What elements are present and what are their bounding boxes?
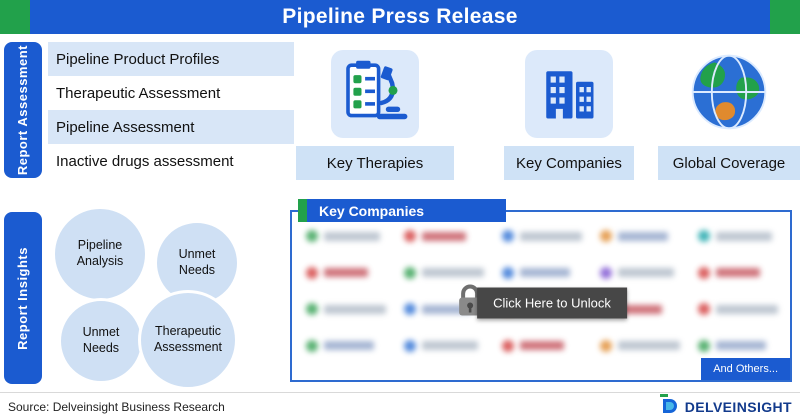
buildings-icon xyxy=(525,50,613,138)
companies-panel-header: Key Companies xyxy=(298,199,507,222)
blurred-logo xyxy=(698,266,778,279)
brand-logo: DELVEINSIGHT xyxy=(659,394,792,419)
feature-card-global-coverage: Global Coverage xyxy=(658,42,800,180)
top-banner: Pipeline Press Release xyxy=(0,0,800,34)
blurred-logo xyxy=(600,266,680,279)
blurred-logo xyxy=(502,339,582,352)
companies-panel: Click Here to Unlock And Others... xyxy=(290,210,792,382)
card-label-key-companies: Key Companies xyxy=(504,146,634,180)
checklist-microscope-icon xyxy=(331,50,419,138)
list-item: Therapeutic Assessment xyxy=(48,76,294,110)
page-title: Pipeline Press Release xyxy=(282,5,518,28)
footer: Source: Delveinsight Business Research D… xyxy=(0,392,800,420)
feature-card-key-companies: Key Companies xyxy=(504,42,634,180)
list-item: Pipeline Assessment xyxy=(48,110,294,144)
and-others-badge: And Others... xyxy=(701,358,790,380)
unlock-label: Click Here to Unlock xyxy=(477,287,627,319)
delveinsight-logo-icon xyxy=(659,394,680,419)
card-label-key-therapies: Key Therapies xyxy=(296,146,454,180)
blurred-logo xyxy=(698,303,778,316)
sidebar-report-insights: Report Insights xyxy=(4,212,42,384)
venn-circle-unmet-needs-top: Unmet Needs xyxy=(154,220,240,306)
unlock-button[interactable]: Click Here to Unlock xyxy=(455,282,627,323)
blurred-logo xyxy=(698,230,778,242)
insights-venn-diagram: Pipeline Analysis Unmet Needs Unmet Need… xyxy=(46,198,264,390)
list-item: Pipeline Product Profiles xyxy=(48,42,294,76)
card-label-global-coverage: Global Coverage xyxy=(658,146,800,180)
brand-text: DELVEINSIGHT xyxy=(684,398,792,415)
blurred-logo xyxy=(698,339,778,352)
sidebar-report-assessment: Report Assessment xyxy=(4,42,42,178)
sidebar-report-insights-label: Report Insights xyxy=(14,246,30,350)
venn-circle-unmet-needs-bottom: Unmet Needs xyxy=(58,298,144,384)
blurred-logo xyxy=(502,230,582,242)
blurred-logo xyxy=(502,266,582,279)
sidebar-report-assessment-label: Report Assessment xyxy=(14,44,30,176)
blurred-logo xyxy=(404,339,484,352)
blurred-logo xyxy=(306,266,386,279)
blurred-logo xyxy=(306,339,386,352)
blurred-logo xyxy=(600,339,680,352)
blurred-logo xyxy=(306,303,386,316)
header-green-accent xyxy=(298,199,307,222)
list-item: Inactive drugs assessment xyxy=(48,144,294,178)
blurred-logo xyxy=(404,266,484,279)
venn-circle-therapeutic-assessment: Therapeutic Assessment xyxy=(138,290,238,390)
source-text: Source: Delveinsight Business Research xyxy=(8,399,225,414)
blurred-logo xyxy=(404,230,484,242)
globe-icon xyxy=(686,49,772,140)
feature-card-key-therapies: Key Therapies xyxy=(296,42,454,180)
blurred-logo xyxy=(306,230,386,242)
green-corner-left xyxy=(0,0,30,34)
assessment-list: Pipeline Product Profiles Therapeutic As… xyxy=(48,42,294,178)
companies-panel-title: Key Companies xyxy=(319,202,425,219)
green-corner-right xyxy=(770,0,800,34)
blurred-logo xyxy=(600,230,680,242)
venn-circle-pipeline-analysis: Pipeline Analysis xyxy=(52,206,148,302)
